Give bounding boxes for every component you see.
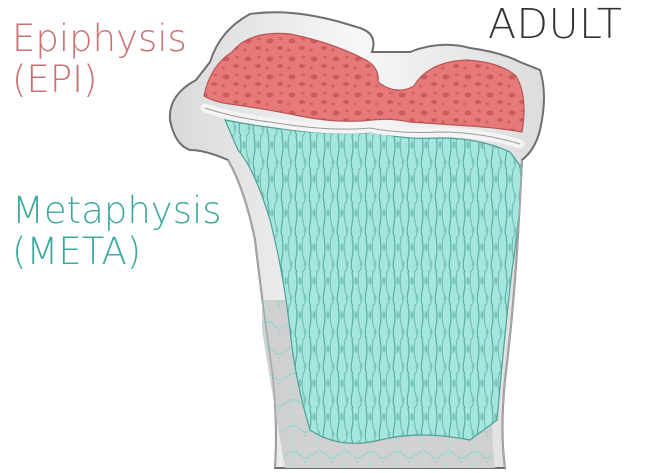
metaphysis-label: Metaphysis (META)	[12, 190, 222, 273]
epiphysis-name: Epiphysis	[12, 18, 187, 59]
metaphysis-name: Metaphysis	[12, 190, 222, 231]
epiphysis-label: Epiphysis (EPI)	[12, 18, 187, 101]
age-group-label: ADULT	[488, 2, 622, 48]
metaphysis-abbr: (META)	[12, 231, 222, 272]
epiphysis-abbr: (EPI)	[12, 59, 187, 100]
